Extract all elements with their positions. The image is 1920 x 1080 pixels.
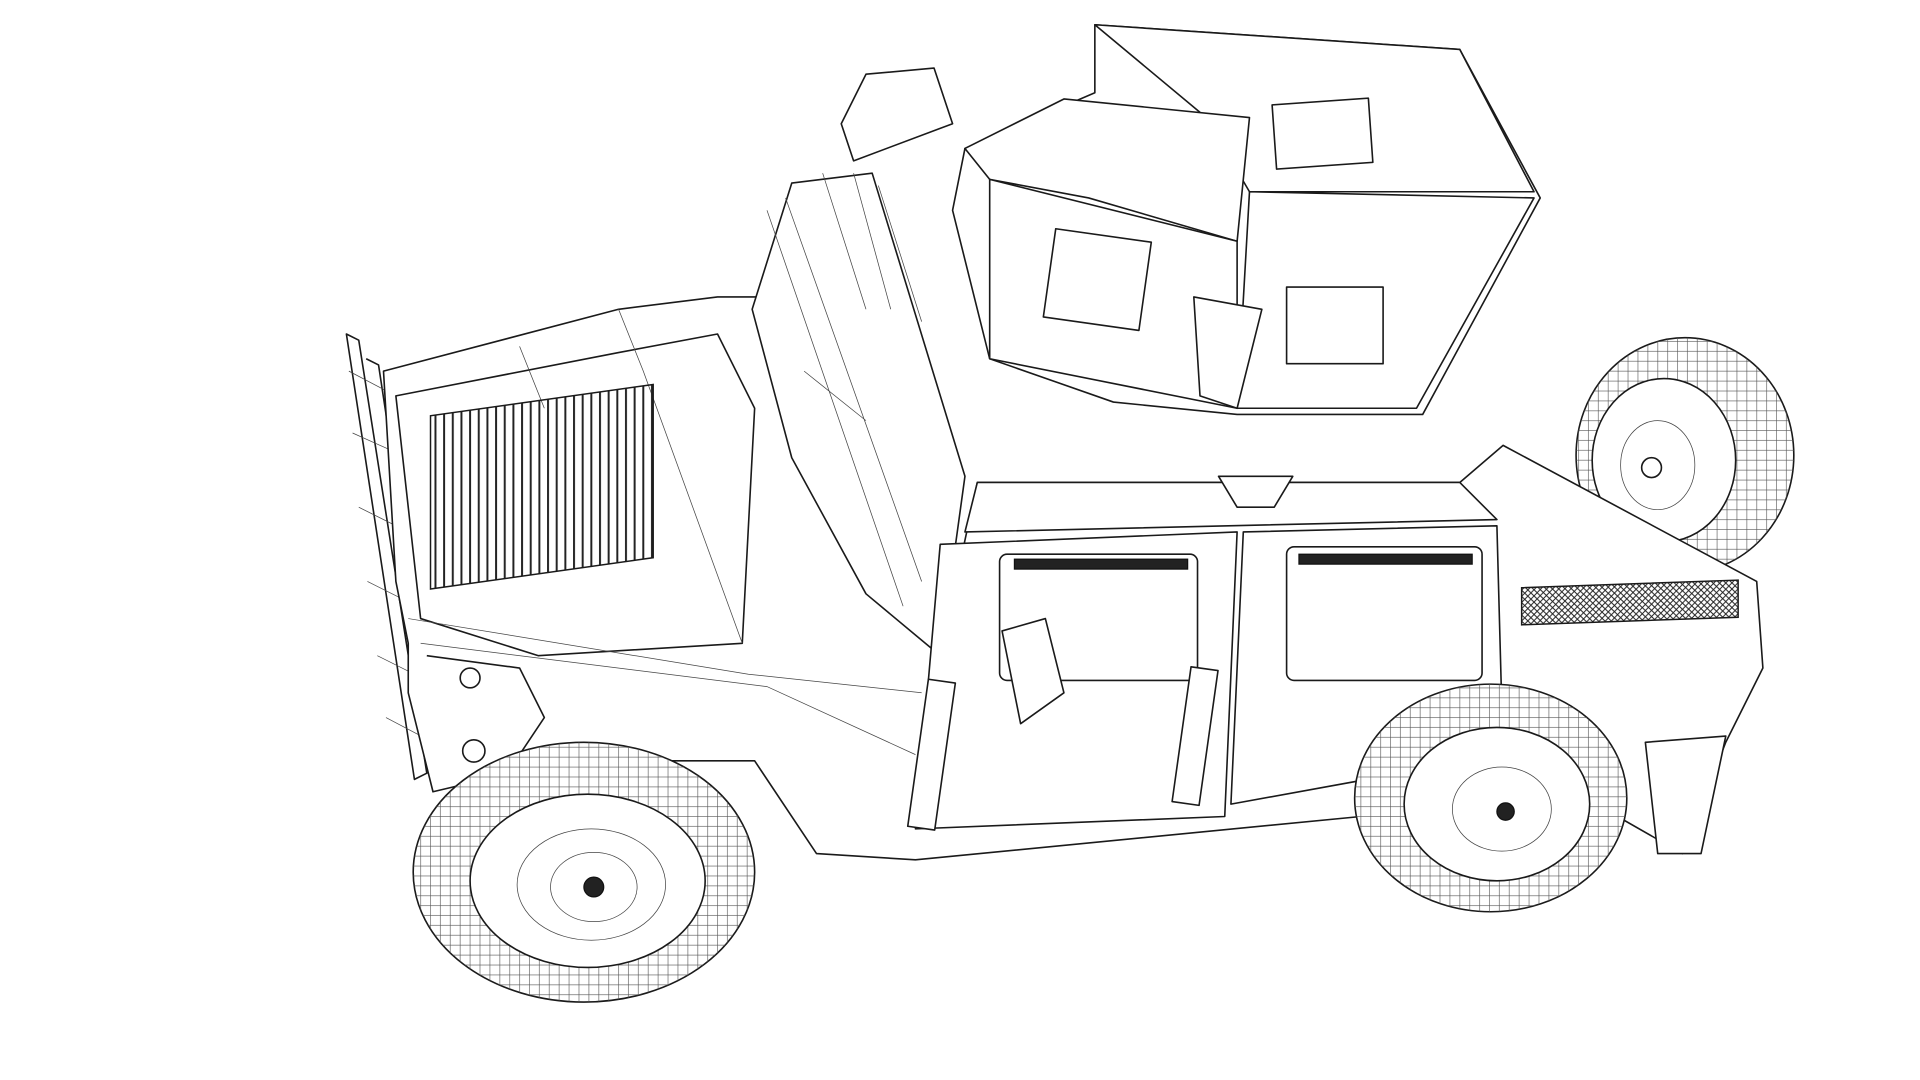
- turret-window-left: [1042, 227, 1153, 332]
- rear-vent: [1520, 579, 1739, 626]
- rear-door-window: [1285, 546, 1483, 682]
- turret-window-right: [1285, 286, 1384, 365]
- rear-wheel: [1353, 683, 1628, 913]
- turret: [822, 23, 1542, 416]
- side-mirror: [1001, 617, 1065, 725]
- turret-window-top: [1271, 97, 1374, 170]
- hood-grille: [429, 383, 654, 590]
- front-wheel: [412, 741, 756, 1003]
